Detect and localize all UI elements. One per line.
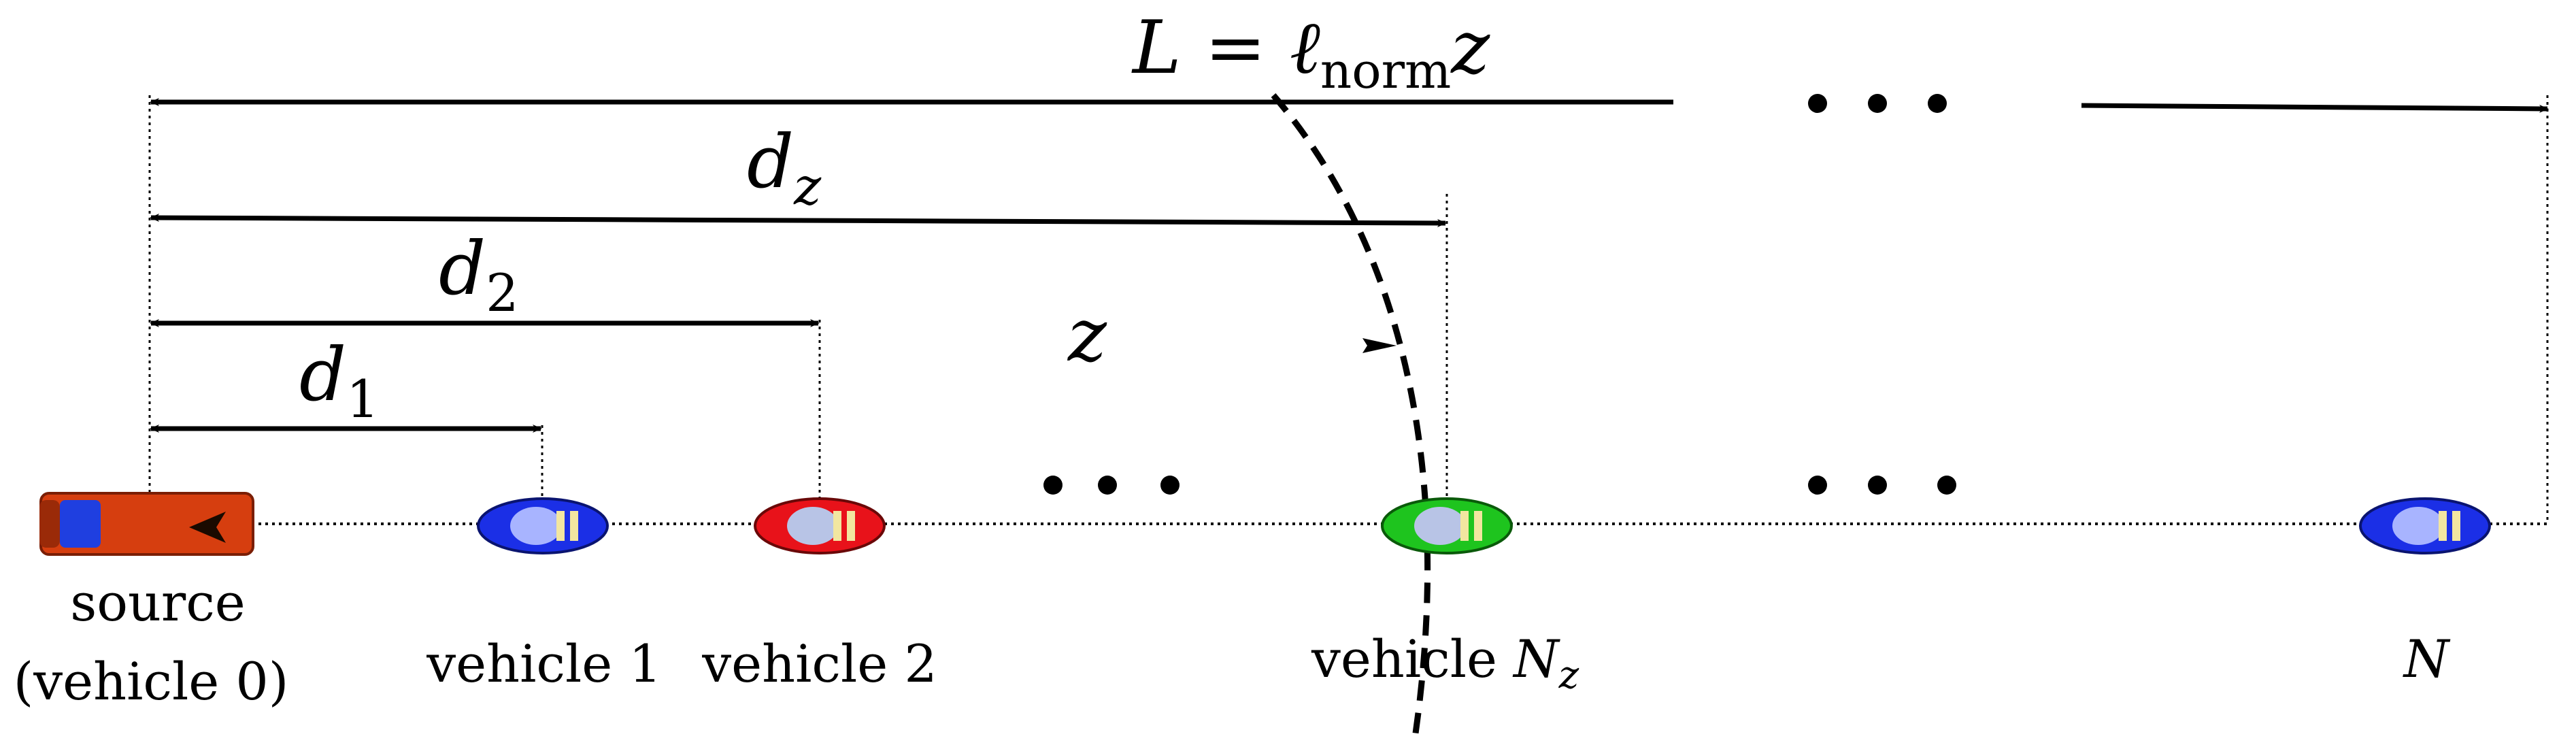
vehicle-nz-caption: vehicle Nz	[1311, 629, 1579, 697]
source-cab	[60, 500, 101, 548]
dz-arrow	[150, 214, 1447, 227]
vehicle-n-caption: N	[2403, 629, 2451, 689]
d1-label: d1	[299, 333, 380, 429]
z-arrowhead	[1362, 338, 1396, 353]
formula-lhs: L	[1131, 5, 1182, 90]
ellipsis-middle	[1043, 476, 1180, 495]
source-direction-icon	[189, 512, 226, 543]
ellipsis-top	[1808, 94, 1947, 113]
formula-equals: =	[1182, 5, 1290, 90]
z-label: z	[1067, 293, 1107, 378]
formula-sub: norm	[1320, 42, 1451, 99]
d2-label: d2	[439, 227, 519, 323]
formula-ell: ℓ	[1290, 5, 1320, 90]
formula-label: L = ℓnormz	[1131, 5, 1490, 99]
vehicle-1	[477, 497, 609, 554]
z-boundary-curve	[1271, 93, 1431, 739]
length-arrow-right	[2081, 103, 2549, 113]
source-caption-2: (vehicle 0)	[14, 651, 289, 712]
vehicle-n	[2359, 497, 2491, 554]
source-vehicle	[39, 492, 254, 556]
vehicle-1-caption: vehicle 1	[426, 633, 662, 694]
vehicle-nz	[1381, 497, 1513, 554]
vehicle-2-caption: vehicle 2	[701, 633, 937, 694]
ellipsis-right	[1808, 476, 1956, 495]
vehicle-2	[754, 497, 886, 554]
dz-label: dz	[747, 120, 822, 216]
source-caption: source	[70, 572, 246, 633]
formula-var: z	[1450, 5, 1490, 90]
